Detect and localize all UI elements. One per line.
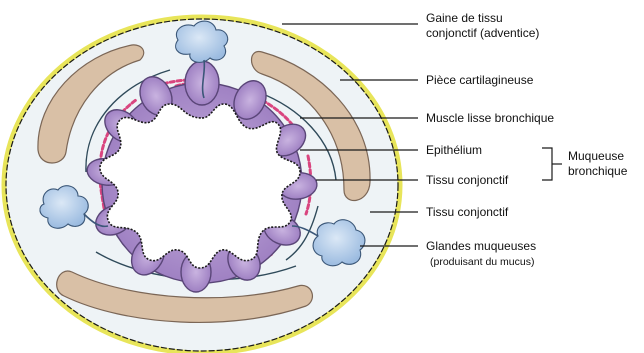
label-adventice-1: Gaine de tissu (426, 11, 503, 25)
label-glandes-1: Glandes muqueuses (426, 239, 536, 253)
label-muqueuse-1: Muqueuse (568, 149, 624, 163)
label-muqueuse-2: bronchique (568, 164, 628, 178)
label-cartilage: Pièce cartilagineuse (426, 73, 534, 87)
label-adventice-2: conjonctif (adventice) (426, 26, 539, 40)
label-muscle: Muscle lisse bronchique (426, 111, 554, 125)
label-epithelium: Epithélium (426, 143, 482, 157)
label-tissu-conjonctif-inner: Tissu conjonctif (426, 173, 509, 187)
label-tissu-conjonctif-outer: Tissu conjonctif (426, 205, 509, 219)
label-glandes-2: (produisant du mucus) (430, 256, 534, 268)
